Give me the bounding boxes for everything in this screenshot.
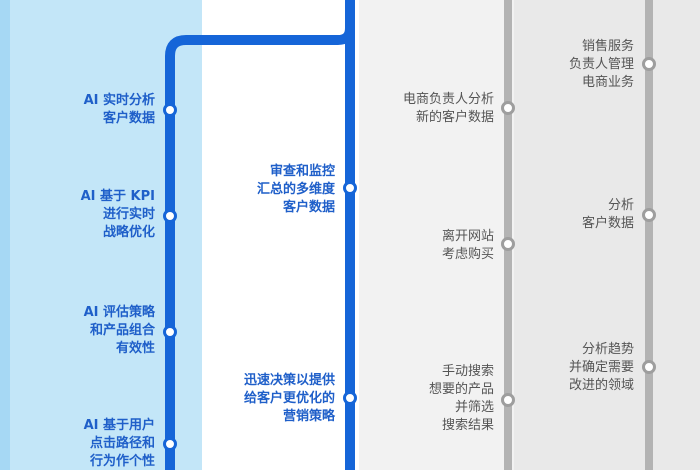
- customer-step-2-label: 离开网站 考虑购买: [441, 229, 494, 262]
- ai-step-2-label: AI 基于 KPI 进行实时 战略优化: [80, 189, 155, 240]
- ai-step-1-node: [163, 103, 177, 117]
- manager-step-2-label: 迅速决策以提供 给客户更优化的 营销策略: [243, 373, 335, 424]
- ai-step-1-label: AI 实时分析 客户数据: [83, 93, 155, 126]
- customer-step-1-node: [501, 101, 515, 115]
- ops-step-2-node: [642, 208, 656, 222]
- ops-step-2-label: 分析 客户数据: [581, 198, 634, 231]
- customer-step-3-label: 手动搜索 想要的产品 并筛选 搜索结果: [428, 364, 494, 433]
- manager-step-2-node: [343, 391, 357, 405]
- operations-lane: [514, 0, 700, 470]
- ops-step-1-label: 销售服务 负责人管理 电商业务: [568, 39, 634, 90]
- manager-lane: [202, 0, 359, 470]
- ops-step-3-node: [642, 360, 656, 374]
- manager-step-1-node: [343, 181, 357, 195]
- ai-step-4-label: AI 基于用户 点击路径和 行为作个性: [83, 418, 155, 469]
- ai-step-4-node: [163, 437, 177, 451]
- customer-step-3-node: [501, 393, 515, 407]
- ai-step-3-label: AI 评估策略 和产品组合 有效性: [83, 305, 155, 356]
- ai-step-2-node: [163, 209, 177, 223]
- ai-step-3-node: [163, 325, 177, 339]
- customer-lane: [359, 0, 514, 470]
- customer-step-1-label: 电商负责人分析 新的客户数据: [402, 92, 494, 125]
- ops-step-3-label: 分析趋势 并确定需要 改进的领域: [568, 342, 634, 393]
- manager-step-1-label: 审查和监控 汇总的多维度 客户数据: [256, 164, 335, 215]
- customer-step-2-node: [501, 237, 515, 251]
- ops-step-1-node: [642, 57, 656, 71]
